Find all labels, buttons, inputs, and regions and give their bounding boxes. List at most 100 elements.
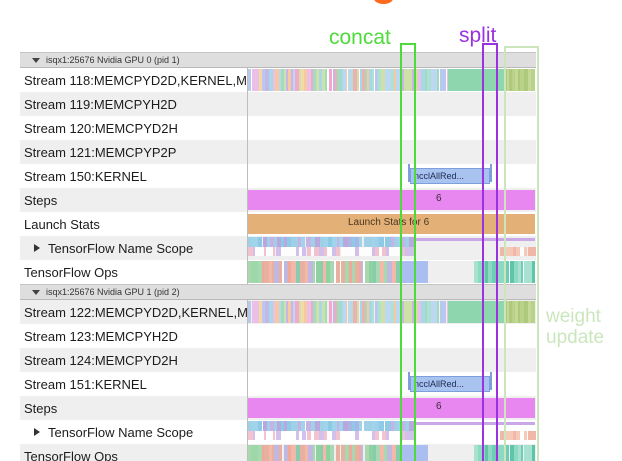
trace-slice — [347, 421, 353, 431]
timeline-row-label-cell[interactable]: TensorFlow Ops — [20, 260, 248, 284]
trace-slice — [511, 301, 515, 323]
timeline-row-label-cell[interactable]: Launch Stats — [20, 212, 248, 236]
trace-slice — [248, 431, 253, 440]
trace-slice — [295, 445, 301, 461]
trace-slice — [301, 301, 304, 323]
trace-slice — [254, 301, 259, 323]
tensorflow-ops-slices[interactable] — [248, 445, 535, 461]
timeline-row[interactable]: Stream 122:MEMCPYD2D,KERNEL,MI — [20, 300, 536, 324]
timeline-row[interactable]: TensorFlow Ops — [20, 260, 536, 284]
chevron-down-icon[interactable] — [32, 289, 40, 295]
timeline-row-label-cell[interactable]: Stream 124:MEMCPYD2H — [20, 348, 248, 372]
timeline-row-label-cell[interactable]: Stream 122:MEMCPYD2D,KERNEL,MI — [20, 300, 248, 324]
timeline-row[interactable]: TensorFlow Name Scope — [20, 420, 536, 444]
timeline-row-track[interactable]: ncclAllRed... — [248, 164, 536, 188]
trace-slice — [383, 445, 388, 461]
timeline-row-track[interactable]: 6 — [248, 396, 536, 420]
trace-slice — [320, 261, 323, 283]
timeline-row-label-cell[interactable]: Steps — [20, 396, 248, 420]
timeline-row[interactable]: Stream 121:MEMCPYP2P — [20, 140, 536, 164]
tensorflow-ops-slices[interactable] — [248, 261, 535, 283]
timeline-row-track[interactable] — [248, 444, 536, 461]
timeline-row-track[interactable] — [248, 324, 536, 348]
timeline-row-label-cell[interactable]: TensorFlow Name Scope — [20, 236, 248, 260]
trace-timeline-viewer[interactable]: isqx1:25676 Nvidia GPU 0 (pid 1)Stream 1… — [20, 52, 536, 461]
timeline-row[interactable]: Stream 123:MEMCPYH2D — [20, 324, 536, 348]
timeline-row-label-cell[interactable]: Stream 121:MEMCPYP2P — [20, 140, 248, 164]
chevron-right-icon[interactable] — [34, 428, 40, 436]
trace-slice — [332, 431, 336, 440]
timeline-row-track[interactable] — [248, 140, 536, 164]
timeline-row[interactable]: Stream 124:MEMCPYD2H — [20, 348, 536, 372]
trace-slice — [261, 445, 265, 461]
trace-slice — [447, 301, 448, 323]
process-group-header[interactable]: isqx1:25676 Nvidia GPU 1 (pid 2) — [20, 284, 536, 300]
trace-slice — [285, 431, 289, 440]
chevron-right-icon[interactable] — [34, 244, 40, 252]
trace-slice — [358, 421, 363, 431]
timeline-row-track[interactable] — [248, 420, 536, 444]
timeline-row-track[interactable] — [248, 300, 536, 324]
timeline-row-track[interactable]: Launch Stats for 6 — [248, 212, 536, 236]
timeline-row-label-cell[interactable]: Stream 119:MEMCPYH2D — [20, 92, 248, 116]
chevron-down-icon[interactable] — [32, 57, 40, 63]
trace-track-slices[interactable] — [248, 301, 535, 323]
trace-slice — [521, 445, 524, 461]
timeline-row-track[interactable] — [248, 236, 536, 260]
launch-stats-bar[interactable] — [248, 214, 535, 234]
process-group-header[interactable]: isqx1:25676 Nvidia GPU 0 (pid 1) — [20, 52, 536, 68]
timeline-row[interactable]: Stream 120:MEMCPYD2H — [20, 116, 536, 140]
timeline-row-label-cell[interactable]: Stream 120:MEMCPYD2H — [20, 116, 248, 140]
trace-slice — [347, 237, 353, 247]
timeline-row[interactable]: Stream 118:MEMCPYD2D,KERNEL,ME — [20, 68, 536, 92]
timeline-row-track[interactable] — [248, 260, 536, 284]
trace-slice — [517, 445, 522, 461]
trace-slice — [416, 238, 535, 241]
timeline-row[interactable]: TensorFlow Ops — [20, 444, 536, 461]
timeline-row-track[interactable] — [248, 348, 536, 372]
step-bar[interactable] — [248, 398, 535, 418]
trace-slice — [398, 421, 402, 431]
trace-slice — [295, 431, 299, 440]
trace-slice — [257, 237, 262, 247]
timeline-row-label-cell[interactable]: TensorFlow Ops — [20, 444, 248, 461]
timeline-row-label-cell[interactable]: Stream 118:MEMCPYD2D,KERNEL,ME — [20, 68, 248, 92]
trace-slice — [371, 69, 374, 91]
trace-slice — [523, 301, 528, 323]
timeline-row-track[interactable]: ncclAllRed... — [248, 372, 536, 396]
timeline-row[interactable]: Stream 151:KERNEL ncclAllRed... — [20, 372, 536, 396]
trace-slice — [335, 301, 338, 323]
timeline-row-track[interactable] — [248, 68, 536, 92]
timeline-row-label-cell[interactable]: Steps — [20, 188, 248, 212]
trace-gap — [428, 445, 474, 461]
trace-slice — [353, 69, 357, 91]
trace-slice — [367, 247, 372, 256]
trace-track-slices[interactable] — [248, 69, 535, 91]
trace-slice — [323, 247, 328, 256]
nccl-allreduce-block[interactable]: ncclAllRed... — [410, 168, 490, 184]
name-scope-slices[interactable] — [248, 237, 535, 247]
timeline-row-label-cell[interactable]: Stream 151:KERNEL — [20, 372, 248, 396]
name-scope-slices[interactable] — [248, 421, 535, 431]
nccl-allreduce-block[interactable]: ncclAllRed... — [410, 376, 490, 392]
trace-slice — [421, 301, 425, 323]
trace-slice — [401, 237, 405, 247]
timeline-row-label-cell[interactable]: Stream 150:KERNEL — [20, 164, 248, 188]
trace-slice — [354, 421, 359, 431]
trace-slice — [261, 301, 266, 323]
timeline-row-label-cell[interactable]: TensorFlow Name Scope — [20, 420, 248, 444]
timeline-row-track[interactable] — [248, 92, 536, 116]
trace-slice — [292, 431, 296, 440]
trace-slice — [395, 69, 400, 91]
timeline-row[interactable]: TensorFlow Name Scope — [20, 236, 536, 260]
step-bar[interactable] — [248, 190, 535, 210]
trace-slice — [298, 247, 303, 256]
timeline-row[interactable]: Stream 119:MEMCPYH2D — [20, 92, 536, 116]
timeline-row[interactable]: Stream 150:KERNEL ncclAllRed... — [20, 164, 536, 188]
timeline-row-track[interactable]: 6 — [248, 188, 536, 212]
timeline-row-label-cell[interactable]: Stream 123:MEMCPYH2D — [20, 324, 248, 348]
timeline-row-track[interactable] — [248, 116, 536, 140]
